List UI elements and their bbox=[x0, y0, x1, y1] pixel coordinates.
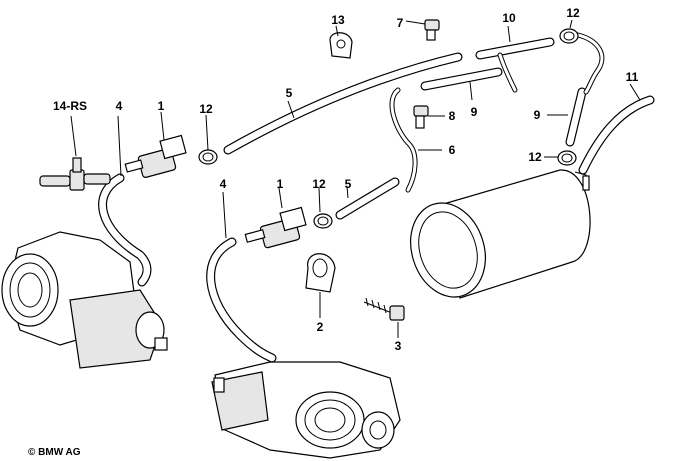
callout-3: 3 bbox=[395, 339, 402, 353]
callout-labels: 13 7 10 12 11 14-RS 4 1 12 5 8 9 9 6 12 … bbox=[53, 6, 639, 353]
clamp-12-upper bbox=[198, 149, 218, 165]
bolt-7 bbox=[424, 19, 440, 41]
callout-8: 8 bbox=[449, 109, 456, 123]
throttle-body-left bbox=[1, 231, 168, 369]
callout-4-upper: 4 bbox=[116, 99, 123, 113]
callout-12-upper: 12 bbox=[199, 102, 213, 116]
throttle-body-lower bbox=[211, 361, 401, 459]
leader-lines bbox=[70, 19, 641, 338]
bolt-8 bbox=[413, 105, 429, 129]
callout-2: 2 bbox=[317, 320, 324, 334]
clamp-12-topright bbox=[559, 28, 579, 44]
callout-12-lower: 12 bbox=[312, 177, 326, 191]
copyright-notice: © BMW AG bbox=[28, 447, 81, 458]
callout-12-topright: 12 bbox=[566, 6, 580, 20]
callout-7: 7 bbox=[397, 16, 404, 30]
callout-1-upper: 1 bbox=[158, 99, 165, 113]
callout-10: 10 bbox=[502, 11, 516, 25]
clip-13 bbox=[329, 32, 353, 59]
callout-14rs: 14-RS bbox=[53, 99, 87, 113]
fitting-14rs bbox=[39, 157, 111, 191]
hoses bbox=[98, 32, 655, 363]
screw-3 bbox=[363, 297, 405, 321]
callout-1-lower: 1 bbox=[277, 177, 284, 191]
callout-13: 13 bbox=[331, 13, 345, 27]
callout-12-right: 12 bbox=[528, 150, 542, 164]
callout-9-center: 9 bbox=[471, 105, 478, 119]
callout-9-right: 9 bbox=[534, 108, 541, 122]
callout-11: 11 bbox=[626, 70, 639, 84]
callout-5-lower: 5 bbox=[345, 177, 352, 191]
callout-6: 6 bbox=[449, 143, 456, 157]
callout-5-upper: 5 bbox=[286, 86, 293, 100]
canister bbox=[410, 169, 591, 299]
bracket-2 bbox=[305, 253, 336, 293]
valve-1-lower bbox=[244, 206, 307, 249]
callout-4-lower: 4 bbox=[220, 177, 227, 191]
clamp-12-lower bbox=[313, 213, 333, 229]
clamp-12-right bbox=[557, 150, 577, 166]
valve-1-upper bbox=[124, 134, 187, 178]
